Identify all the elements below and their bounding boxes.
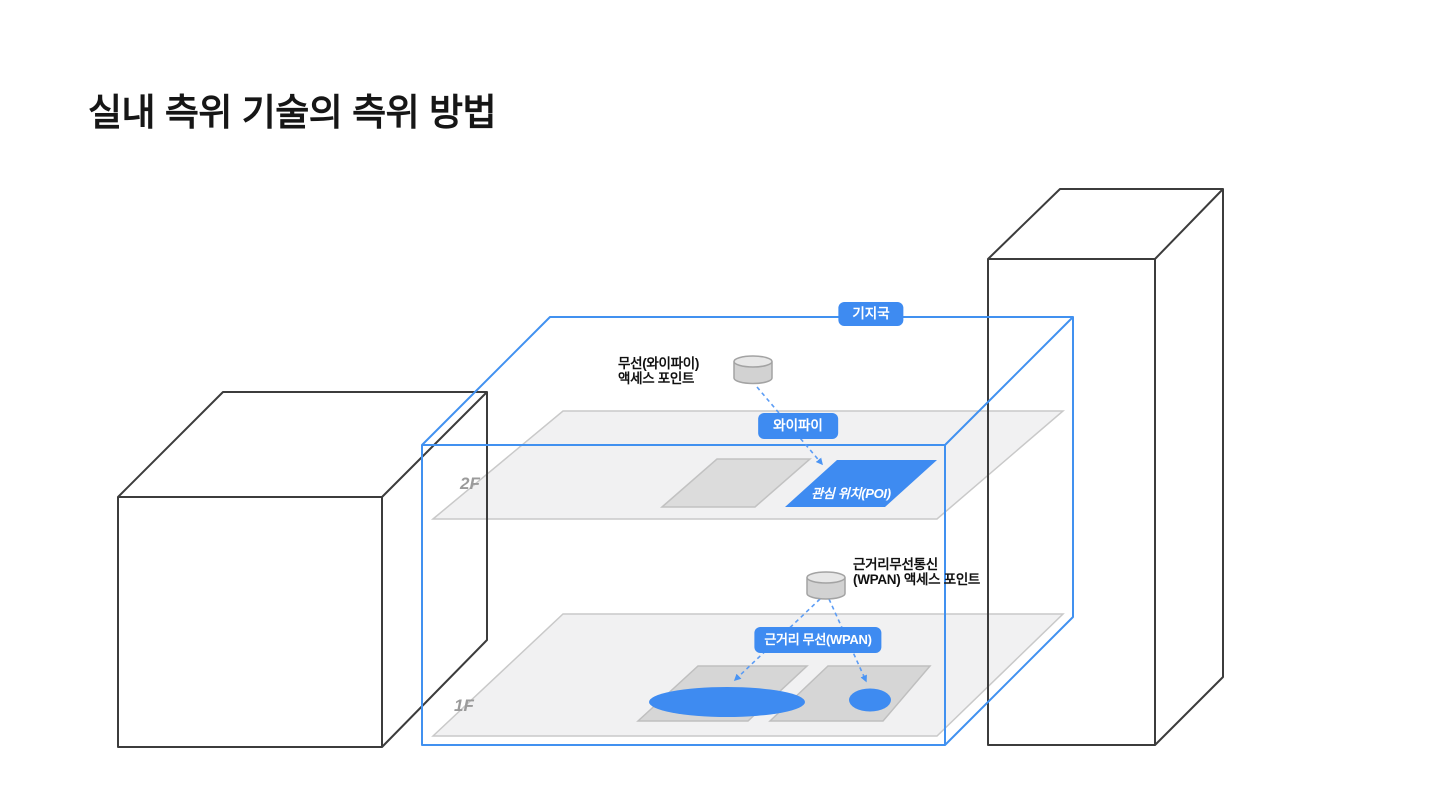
- room-area-1f-right: [768, 665, 932, 722]
- wifi-access-point-label-line1: 무선(와이파이): [618, 356, 700, 371]
- building-right: [987, 188, 1224, 746]
- wpan-access-point-label: 근거리무선통신 (WPAN) 액세스 포인트: [853, 557, 980, 587]
- floor-1f-plane: [431, 613, 1065, 737]
- wpan-signal-line-left: [733, 598, 821, 682]
- poi-area-shape: [785, 460, 937, 507]
- wpan-access-point-label-line2: (WPAN) 액세스 포인트: [853, 572, 981, 587]
- signal-lines: [733, 386, 867, 683]
- wifi-access-point-label-line2: 액세스 포인트: [618, 371, 695, 386]
- target-building-box: [421, 316, 1074, 746]
- wifi-access-point-icon: [733, 355, 773, 385]
- wifi-badge: 와이파이: [758, 413, 838, 439]
- wifi-access-point-label: 무선(와이파이) 액세스 포인트: [618, 356, 699, 386]
- wpan-access-point-icon: [806, 571, 846, 600]
- floor-label-1f: 1F: [454, 696, 474, 715]
- floor-label-2f: 2F: [460, 474, 480, 493]
- page-title: 실내 측위 기술의 측위 방법: [88, 92, 497, 133]
- floor-2f-plane: [430, 410, 1066, 520]
- wifi-signal-line: [756, 386, 823, 466]
- poi-label: 관심 위치(POI): [811, 486, 891, 501]
- wpan-coverage-small: [849, 688, 891, 712]
- base-station-badge: 기지국: [838, 302, 904, 326]
- room-area-2f: [660, 458, 812, 508]
- wpan-access-point-label-line1: 근거리무선통신: [853, 557, 938, 572]
- wpan-coverage-large: [649, 687, 805, 717]
- wpan-badge: 근거리 무선(WPAN): [754, 627, 882, 653]
